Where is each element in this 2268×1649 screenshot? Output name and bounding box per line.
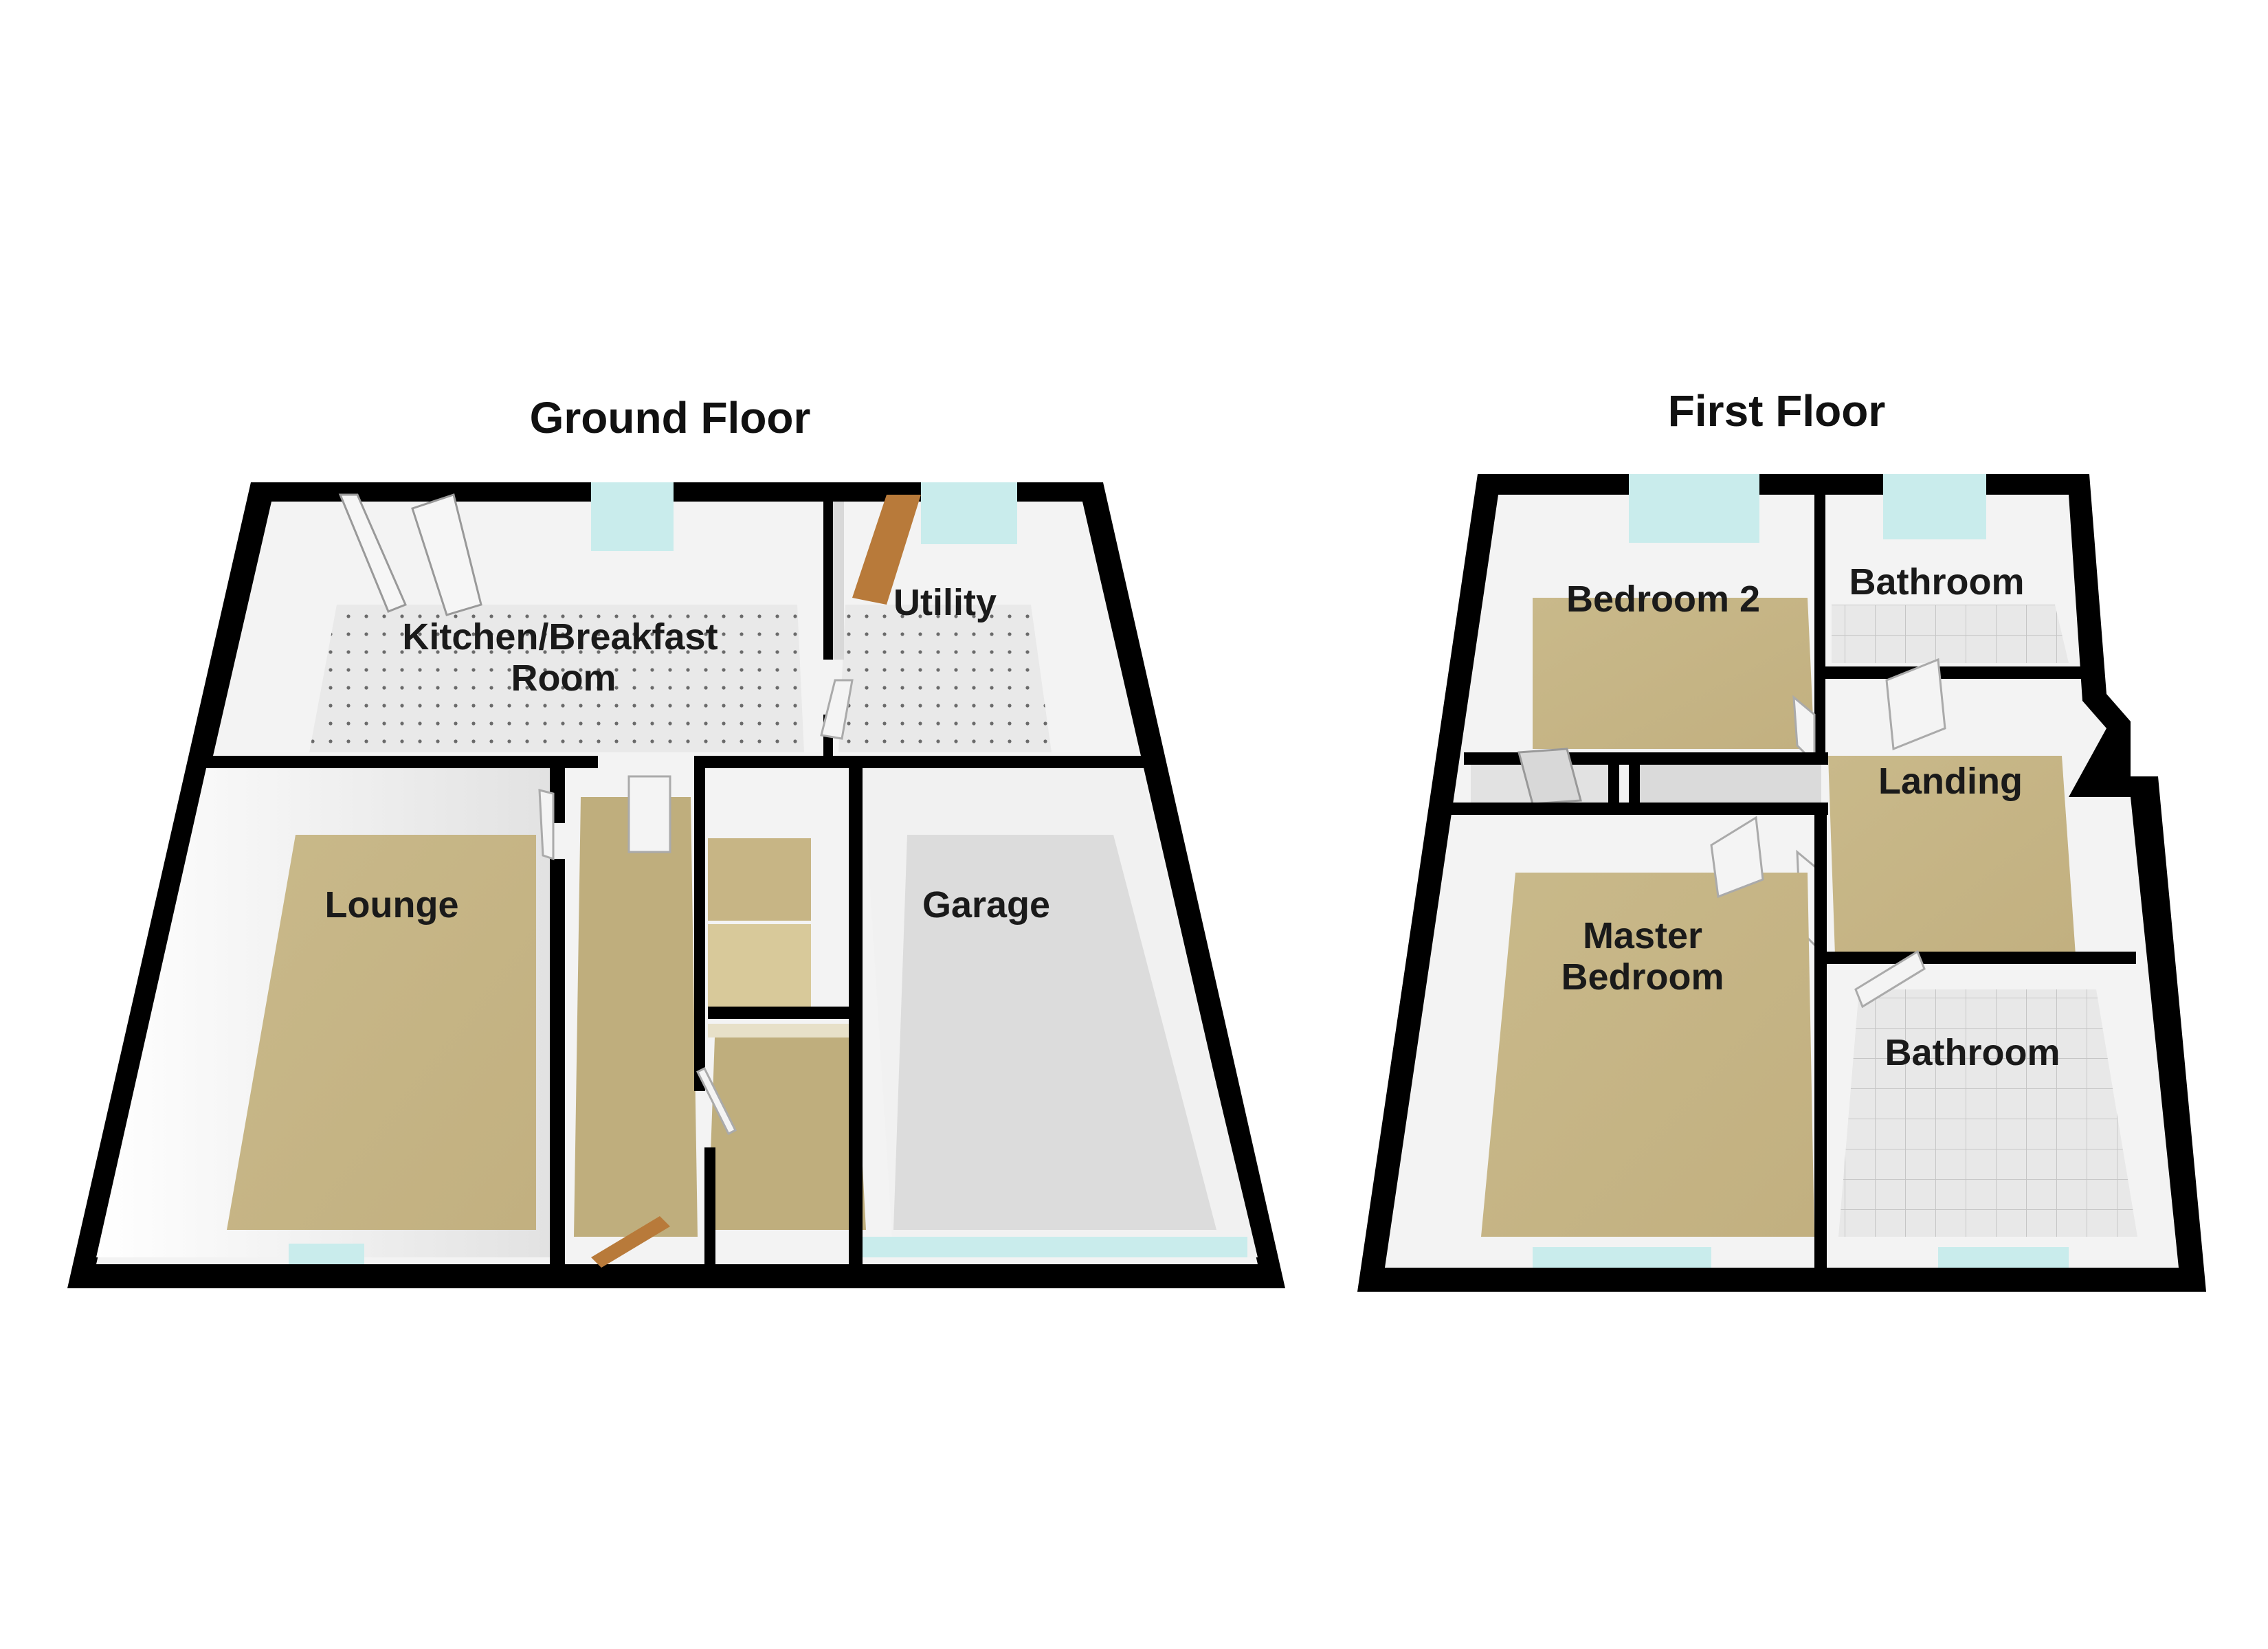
bathroom-top-window	[1883, 474, 1986, 539]
utility-inner-door	[820, 679, 854, 740]
first-floor: First Floor	[1357, 386, 2206, 1292]
bedroom2-bathroom-wall	[1814, 481, 1825, 756]
bathroom-top-label: Bathroom	[1849, 561, 2025, 603]
landing-label: Landing	[1878, 761, 2023, 802]
garage-label: Garage	[922, 884, 1050, 926]
bathroom-lower-label: Bathroom	[1885, 1032, 2060, 1073]
master-bedroom-floor	[1481, 873, 1814, 1237]
hall-door-lounge	[538, 789, 555, 861]
bedroom2-floor	[1533, 598, 1814, 749]
master-window	[1533, 1247, 1711, 1268]
cupboard-floor	[708, 1037, 866, 1230]
cupboard-door	[1517, 748, 1582, 805]
first-floor-title: First Floor	[1668, 386, 1885, 436]
utility-label: Utility	[893, 582, 997, 623]
front-door	[591, 1216, 670, 1268]
kitchen-label-line-2: Room	[511, 658, 616, 699]
kitchen-label: Kitchen/Breakfast Room	[402, 616, 718, 699]
master-bedroom-label: Master Bedroom	[1561, 915, 1724, 998]
master-label-line-1: Master	[1583, 915, 1702, 956]
kitchen-back-door-2	[411, 493, 482, 616]
garage-floor	[893, 835, 1216, 1230]
bedroom2-window	[1629, 474, 1759, 543]
master-landing-wall	[1814, 804, 1827, 1268]
kitchen-window	[591, 482, 674, 551]
master-bedroom-door	[1710, 816, 1764, 899]
ground-floor: Ground Floor	[67, 393, 1285, 1288]
lounge-floor	[227, 835, 536, 1230]
hallway-floor	[574, 797, 698, 1237]
hall-door-cupboard	[696, 1066, 737, 1136]
utility-floor	[838, 605, 1052, 752]
landing-floor	[1828, 756, 2076, 955]
lounge-hall-wall	[550, 859, 565, 1264]
landing-door-bathroom	[1885, 658, 1946, 751]
lounge-label: Lounge	[325, 884, 459, 926]
bathroom-top-floor	[1832, 605, 2069, 663]
ground-floor-title: Ground Floor	[530, 393, 811, 442]
lounge-window	[289, 1244, 364, 1264]
stair-wall-left	[694, 768, 705, 1091]
hall-door-kitchen	[627, 775, 671, 853]
bedroom2-label: Bedroom 2	[1566, 579, 1760, 620]
utility-back-door	[852, 495, 921, 605]
kitchen-back-door-1	[338, 493, 407, 613]
kitchen-utility-wall	[823, 502, 833, 660]
kitchen-label-line-1: Kitchen/Breakfast	[402, 616, 718, 658]
utility-window	[921, 482, 1017, 544]
kitchen-floor	[309, 605, 804, 752]
bathroom-lower-window	[1938, 1247, 2069, 1268]
stair-wall-right	[849, 768, 863, 1270]
bathroom-lower-door	[1854, 950, 1926, 1009]
master-label-line-2: Bedroom	[1561, 956, 1724, 998]
bathroom-lower-floor	[1838, 989, 2137, 1237]
